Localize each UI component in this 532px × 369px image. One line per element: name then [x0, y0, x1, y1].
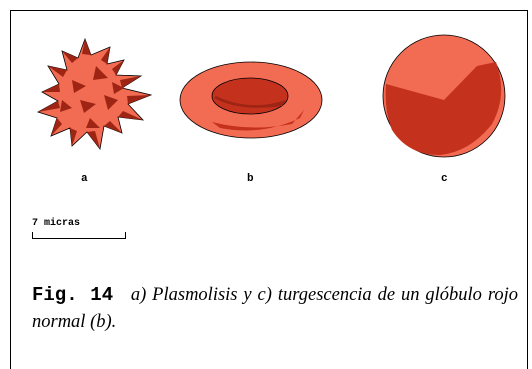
cell-label-b: b [247, 173, 254, 185]
figure-caption: Fig. 14 a) Plasmolisis y c) turgescencia… [32, 282, 518, 336]
cell-label-a: a [81, 173, 88, 185]
cell-a-plasmolysis [36, 37, 153, 150]
figure-number: Fig. 14 [32, 284, 114, 306]
frame-top-border [10, 10, 528, 11]
scale-label: 7 micras [32, 218, 81, 229]
cell-b-shadow [212, 110, 304, 131]
caption-text: a) Plasmolisis y c) turgescencia de un g… [32, 285, 518, 332]
cell-label-c: c [441, 173, 448, 185]
frame-left-border [10, 10, 11, 369]
cell-c-shadow [385, 62, 502, 155]
cell-b-normal [179, 61, 323, 139]
scale-bar [32, 232, 126, 239]
frame-right-border [527, 10, 528, 369]
cell-c-turgescence [382, 34, 506, 158]
cell-b-center [211, 77, 289, 115]
